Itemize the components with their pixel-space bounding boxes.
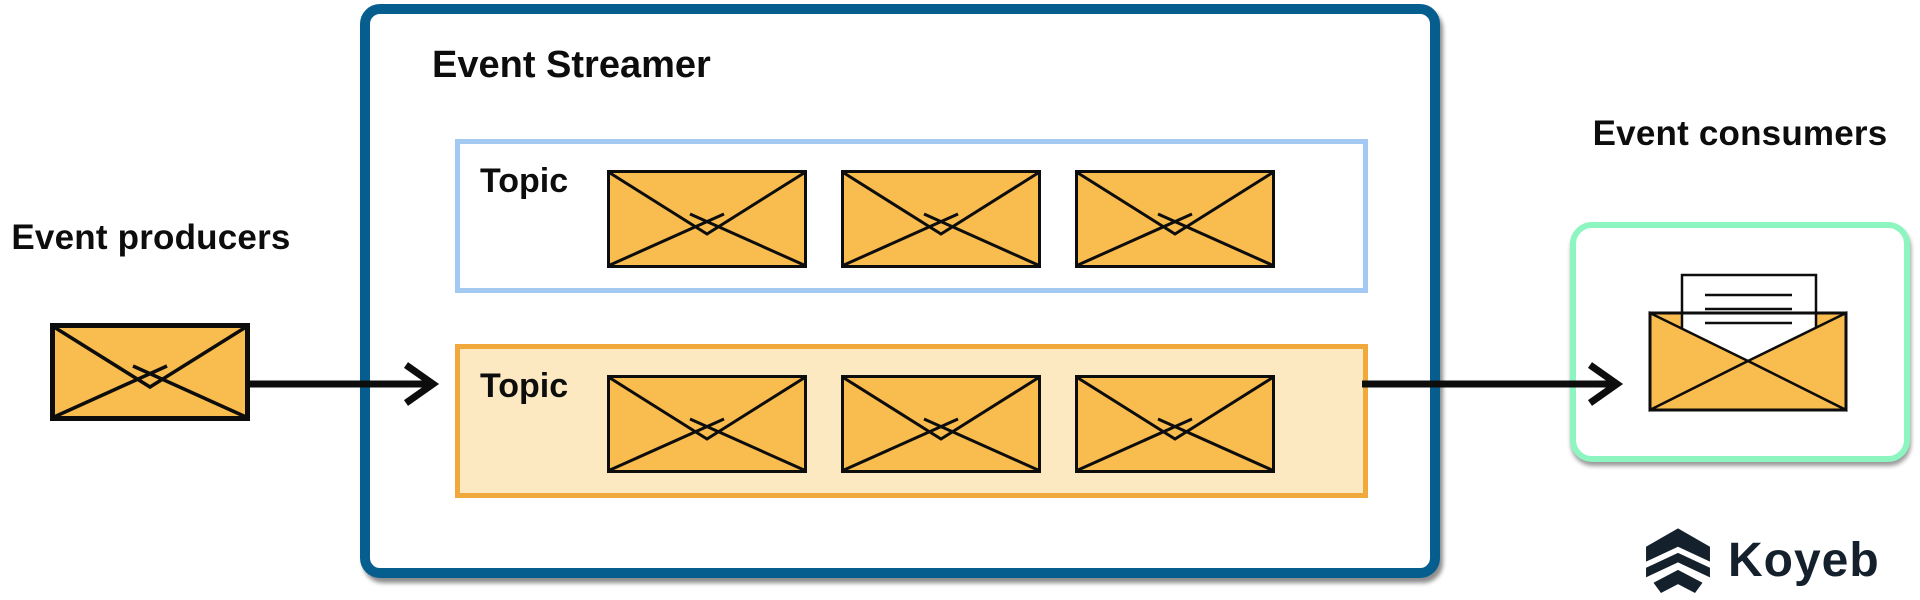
envelope-icon (50, 323, 250, 421)
event-streamer-title: Event Streamer (432, 44, 711, 86)
topic-label: Topic (480, 162, 569, 200)
topic-row-orange: Topic (455, 344, 1368, 498)
topic-label: Topic (480, 367, 569, 405)
koyeb-chevron-hexagon-icon (1646, 528, 1710, 593)
event-consumers-label: Event consumers (1592, 114, 1888, 153)
envelope-icon (841, 375, 1041, 473)
event-producers-label: Event producers (11, 218, 291, 257)
envelope-icon (841, 170, 1041, 268)
envelope-icon (1075, 170, 1275, 268)
koyeb-logo-text: Koyeb (1728, 534, 1880, 587)
producer-to-streamer-arrow (248, 362, 440, 406)
streamer-to-consumer-arrow (1362, 362, 1624, 406)
envelope-icon (607, 375, 807, 473)
envelope-icon (1075, 375, 1275, 473)
open-envelope-icon (1648, 273, 1848, 412)
topic-row-blue: Topic (455, 139, 1368, 293)
envelope-icon (607, 170, 807, 268)
topic-messages (607, 375, 1275, 473)
topic-messages (607, 170, 1275, 268)
koyeb-logo: Koyeb (1644, 527, 1880, 595)
